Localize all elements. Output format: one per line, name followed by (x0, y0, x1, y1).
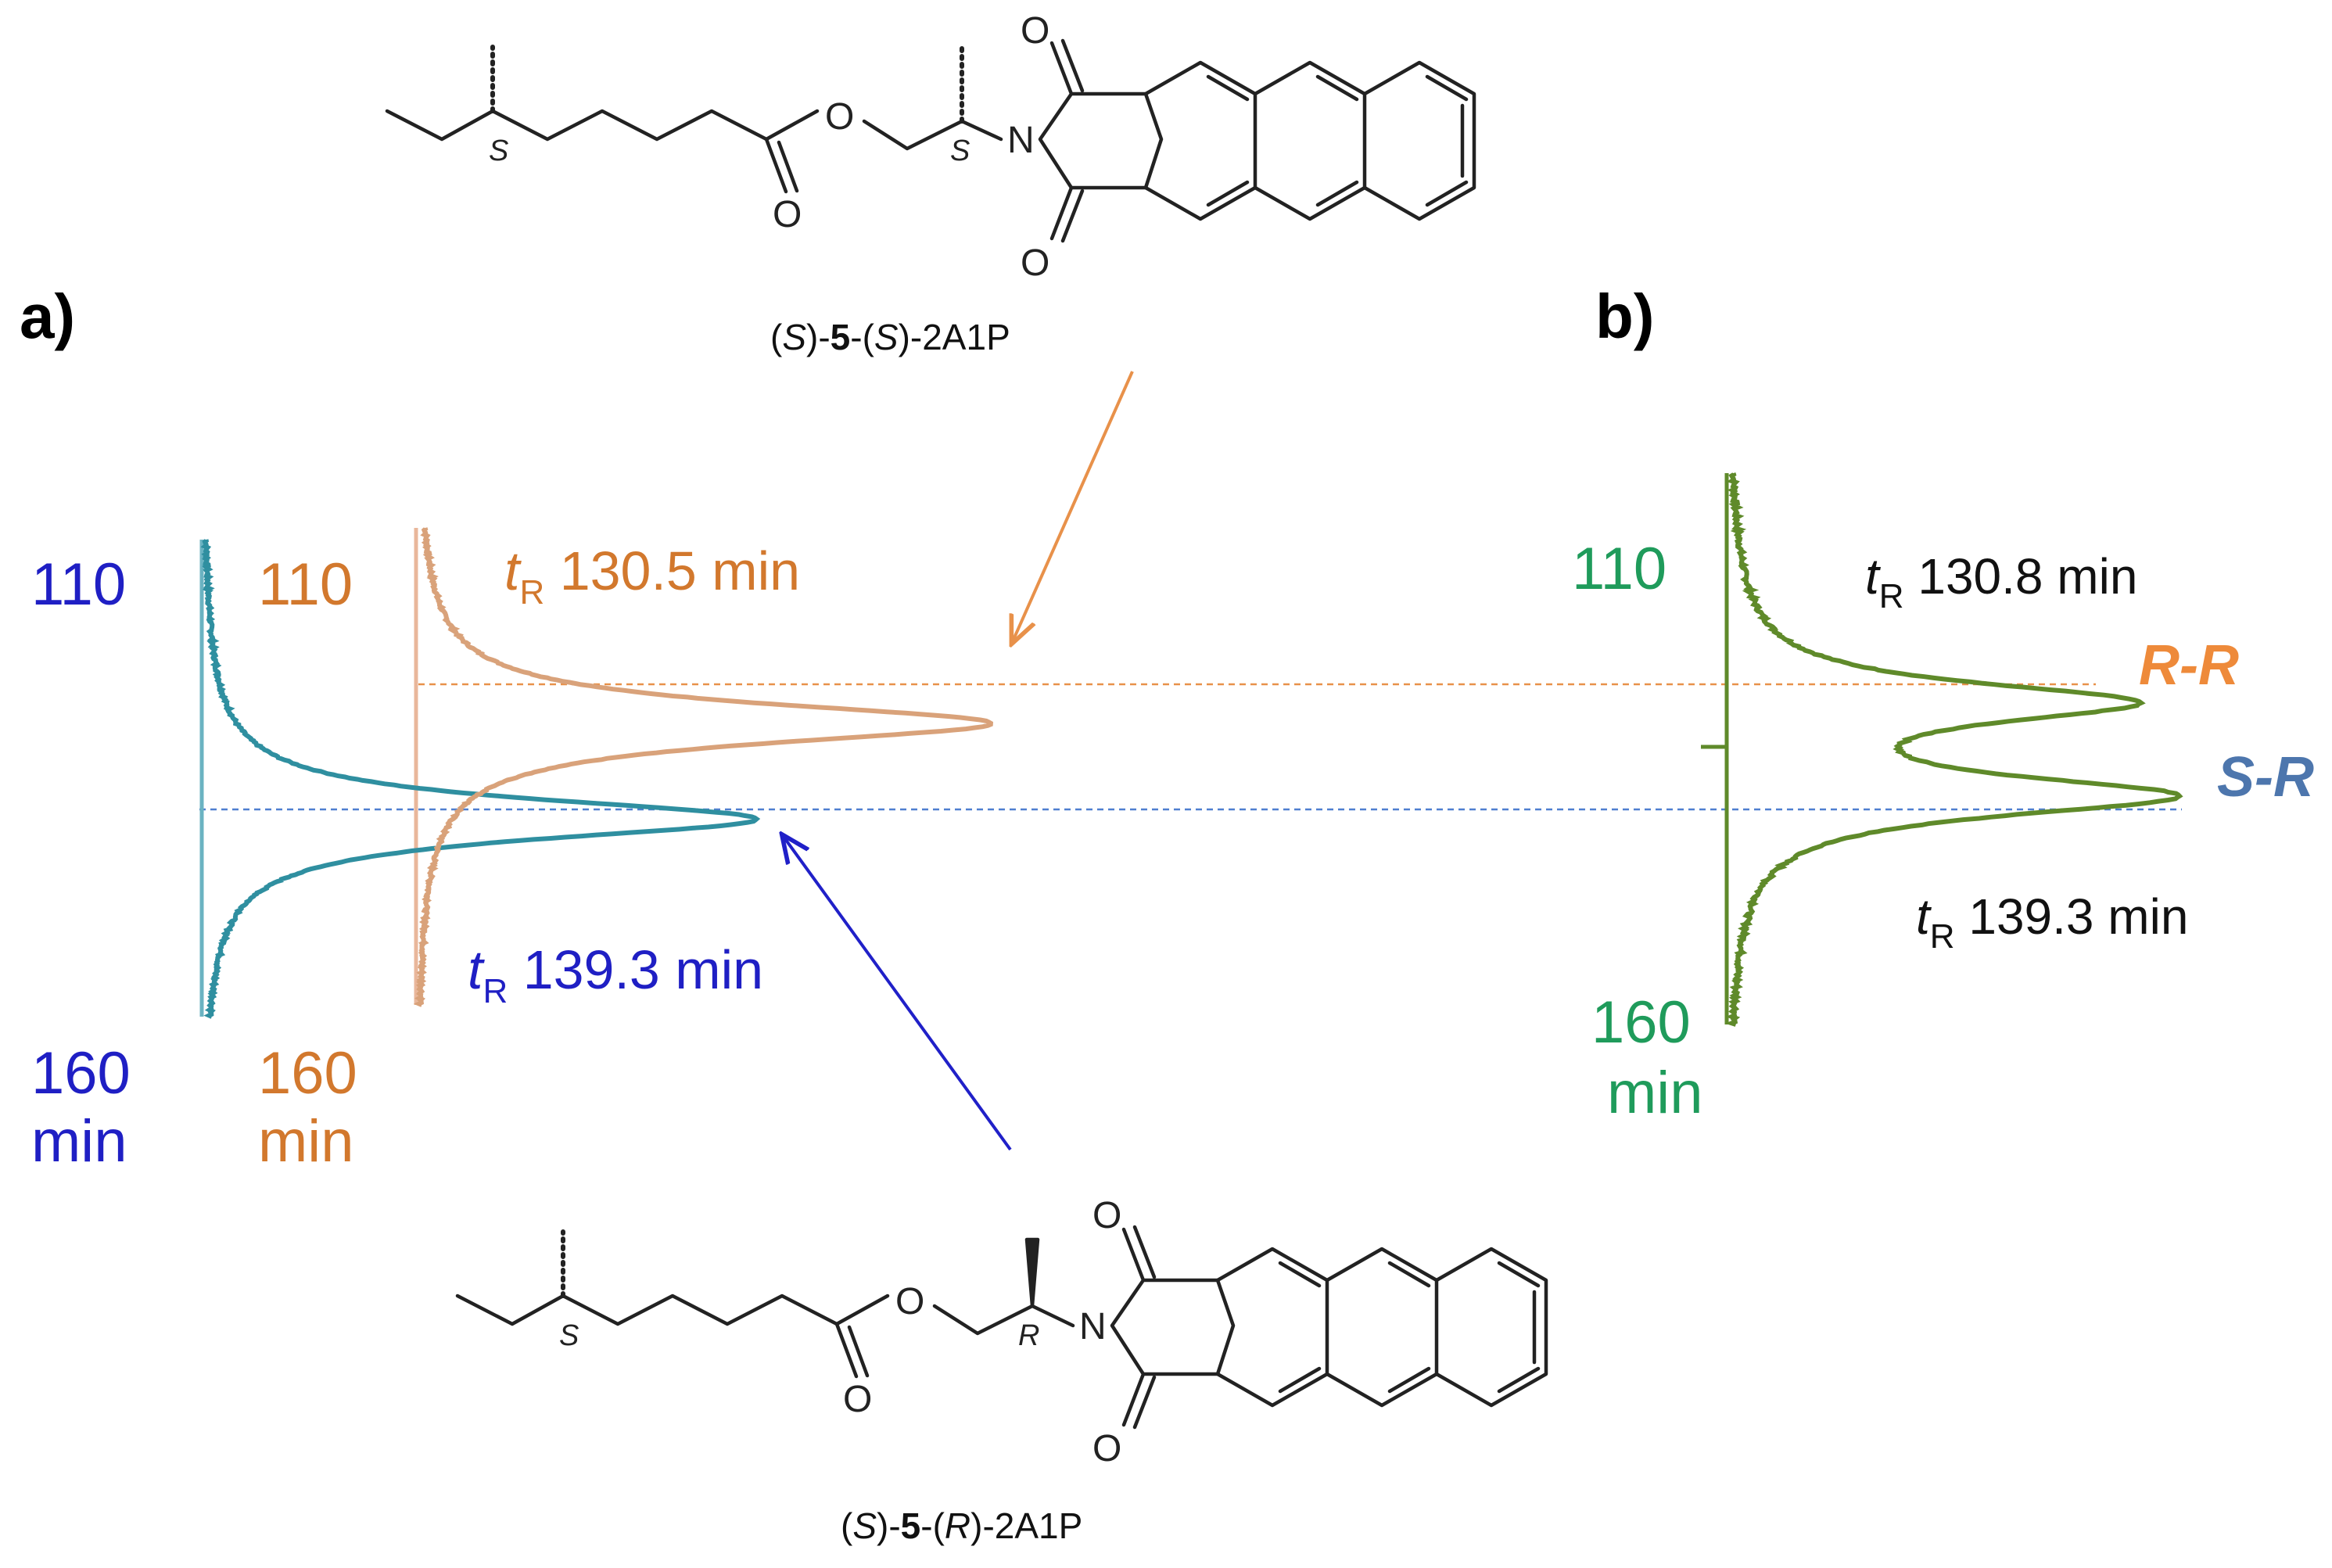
orange-axis-start-label: 110 (258, 551, 353, 618)
bottom-carbonyl-oxygen: O (843, 1379, 872, 1420)
green-axis-start-label: 110 (1572, 536, 1667, 602)
blue-axis-start-label: 110 (31, 551, 127, 618)
green-axis-unit-label: min (1607, 1060, 1703, 1126)
top-stereo-label-1: S (489, 135, 508, 167)
orange-arrow (1013, 371, 1134, 641)
top-imide-oxygen-1: O (1021, 10, 1049, 52)
top-ester-oxygen: O (825, 96, 854, 138)
orange-axis-unit-label: min (258, 1108, 354, 1175)
blue-arrow (784, 837, 1012, 1151)
sr-peak-label: S-R (2217, 746, 2314, 809)
bottom-imide-oxygen-2: O (1092, 1428, 1121, 1469)
top-stereo-label-2: S (950, 135, 970, 167)
blue-axis-end-label: 160 (31, 1040, 131, 1107)
panel-b-label: b) (1595, 282, 1655, 351)
green-chromatogram-trace (1724, 472, 2183, 1027)
rr-peak-label: R-R (2139, 634, 2239, 697)
blue-axis-unit-label: min (31, 1108, 127, 1175)
teal-chromatogram-trace (200, 539, 761, 1019)
top-imide-oxygen-2: O (1021, 242, 1049, 284)
orange-chromatogram-trace (413, 527, 994, 1007)
bottom-molecule-caption: (S)-5-(R)-2A1P (841, 1505, 1083, 1546)
top-nitrogen: N (1007, 120, 1035, 161)
panel-a-label: a) (20, 282, 76, 351)
bottom-imide-oxygen-1: O (1092, 1195, 1121, 1236)
orange-peak-annotation: tR 130.5 min (504, 540, 801, 612)
blue-peak-annotation: tR 139.3 min (468, 939, 764, 1010)
top-molecule-caption: (S)-5-(S)-2A1P (770, 317, 1010, 357)
bottom-stereo-label-1: S (559, 1319, 579, 1352)
orange-axis-end-label: 160 (258, 1040, 357, 1107)
peak2-annotation: tR 139.3 min (1916, 888, 2189, 956)
green-axis-end-label: 160 (1591, 989, 1691, 1056)
bottom-nitrogen: N (1079, 1306, 1107, 1347)
peak1-annotation: tR 130.8 min (1865, 548, 2138, 615)
bottom-ester-oxygen: O (895, 1281, 924, 1322)
top-carbonyl-oxygen: O (773, 194, 802, 235)
molecule-top-structure (385, 38, 1476, 243)
bottom-stereo-label-2: R (1018, 1319, 1039, 1352)
molecule-bottom-structure (455, 1225, 1548, 1430)
